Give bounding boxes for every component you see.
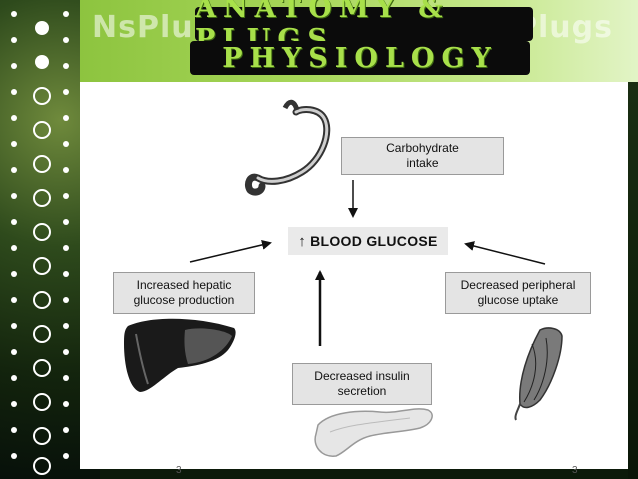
hepatic-line2: glucose production [133,293,235,307]
blood-glucose-box: ↑ BLOOD GLUCOSE [288,227,448,255]
page-number-left: 3 [176,465,182,476]
arrow-peripheral-to-glucose [464,241,546,265]
peripheral-uptake-box: Decreased peripheral glucose uptake [445,272,591,314]
carbohydrate-intake-box: Carbohydrate intake [341,137,504,175]
hepatic-line1: Increased hepatic [136,278,232,292]
arrow-hepatic-to-glucose [189,239,272,263]
right-decorative-strip [628,80,638,479]
insulin-secretion-box: Decreased insulin secretion [292,363,432,405]
title-line2: PHYSIOLOGY [222,42,498,74]
title-box-line2: PHYSIOLOGY [190,41,530,75]
peripheral-line2: glucose uptake [477,293,559,307]
insulin-line2: secretion [337,384,387,398]
peripheral-line1: Decreased peripheral [460,278,576,292]
pancreas-illustration [314,408,433,457]
blood-glucose-label: BLOOD GLUCOSE [310,233,438,249]
carbohydrate-line2: intake [406,156,439,170]
muscle-illustration [514,327,563,421]
insulin-line1: Decreased insulin [314,369,410,383]
liver-illustration [124,318,236,392]
page-number-right: 3 [572,465,578,476]
hepatic-glucose-box: Increased hepatic glucose production [113,272,255,314]
carbohydrate-line1: Carbohydrate [386,141,459,155]
up-arrow-icon: ↑ [298,232,307,250]
stomach-illustration [244,99,331,196]
decorative-dots [11,11,69,475]
